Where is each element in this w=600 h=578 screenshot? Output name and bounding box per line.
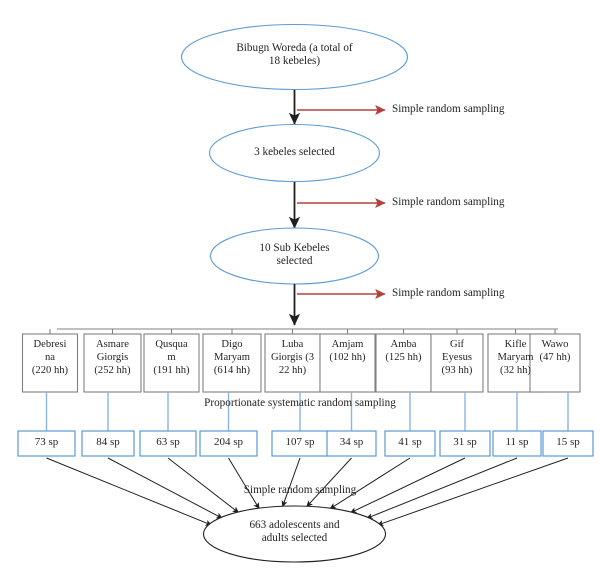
kebele-box[interactable] xyxy=(319,333,376,393)
kebele-box[interactable] xyxy=(430,333,484,393)
ellipse-final-sample xyxy=(202,505,387,563)
kebele-box[interactable] xyxy=(264,333,321,393)
side-label-simple-random-sampling-2: Simple random sampling xyxy=(392,196,505,208)
converging-arrow xyxy=(107,457,223,519)
kebele-box[interactable] xyxy=(83,333,142,393)
ellipse-10-sub-kebeles xyxy=(209,227,380,285)
sample-box[interactable] xyxy=(492,430,542,457)
side-label-simple-random-sampling-1: Simple random sampling xyxy=(392,103,505,115)
converging-arrow xyxy=(366,457,518,520)
side-label-simple-random-sampling-3: Simple random sampling xyxy=(392,287,505,299)
kebele-box[interactable] xyxy=(143,333,200,393)
converging-arrow xyxy=(281,457,301,508)
kebele-box[interactable] xyxy=(202,333,262,393)
converging-arrow-group xyxy=(46,457,569,527)
converging-arrow xyxy=(46,457,213,526)
kebele-box[interactable] xyxy=(529,333,581,393)
sample-box[interactable] xyxy=(199,430,258,457)
ellipse-3-kebeles xyxy=(208,123,381,183)
sample-drop-stems xyxy=(45,392,569,431)
kebele-drop-stems xyxy=(49,329,556,334)
converging-arrow xyxy=(167,457,240,514)
label-proportionate-systematic-random-sampling: Proportionate systematic random sampling xyxy=(204,397,396,409)
sample-box[interactable] xyxy=(542,430,594,457)
sample-box[interactable] xyxy=(139,430,197,457)
converging-arrow xyxy=(329,457,411,510)
kebele-box[interactable] xyxy=(21,333,79,393)
kebele-box[interactable] xyxy=(375,333,432,393)
label-bottom-simple-random-sampling: Simple random sampling xyxy=(243,484,357,496)
sample-box-group xyxy=(17,430,594,457)
kebele-box-group xyxy=(21,333,581,393)
sample-box[interactable] xyxy=(271,430,329,457)
converging-arrow xyxy=(306,457,352,508)
converging-arrow xyxy=(376,457,569,527)
sample-box[interactable] xyxy=(326,430,377,457)
sample-box[interactable] xyxy=(17,430,76,457)
ellipse-bibugn-woreda xyxy=(180,23,409,91)
converging-arrow xyxy=(349,457,466,514)
sample-box[interactable] xyxy=(439,430,491,457)
sample-box[interactable] xyxy=(81,430,135,457)
converging-arrow xyxy=(228,457,260,510)
sample-box[interactable] xyxy=(384,430,436,457)
